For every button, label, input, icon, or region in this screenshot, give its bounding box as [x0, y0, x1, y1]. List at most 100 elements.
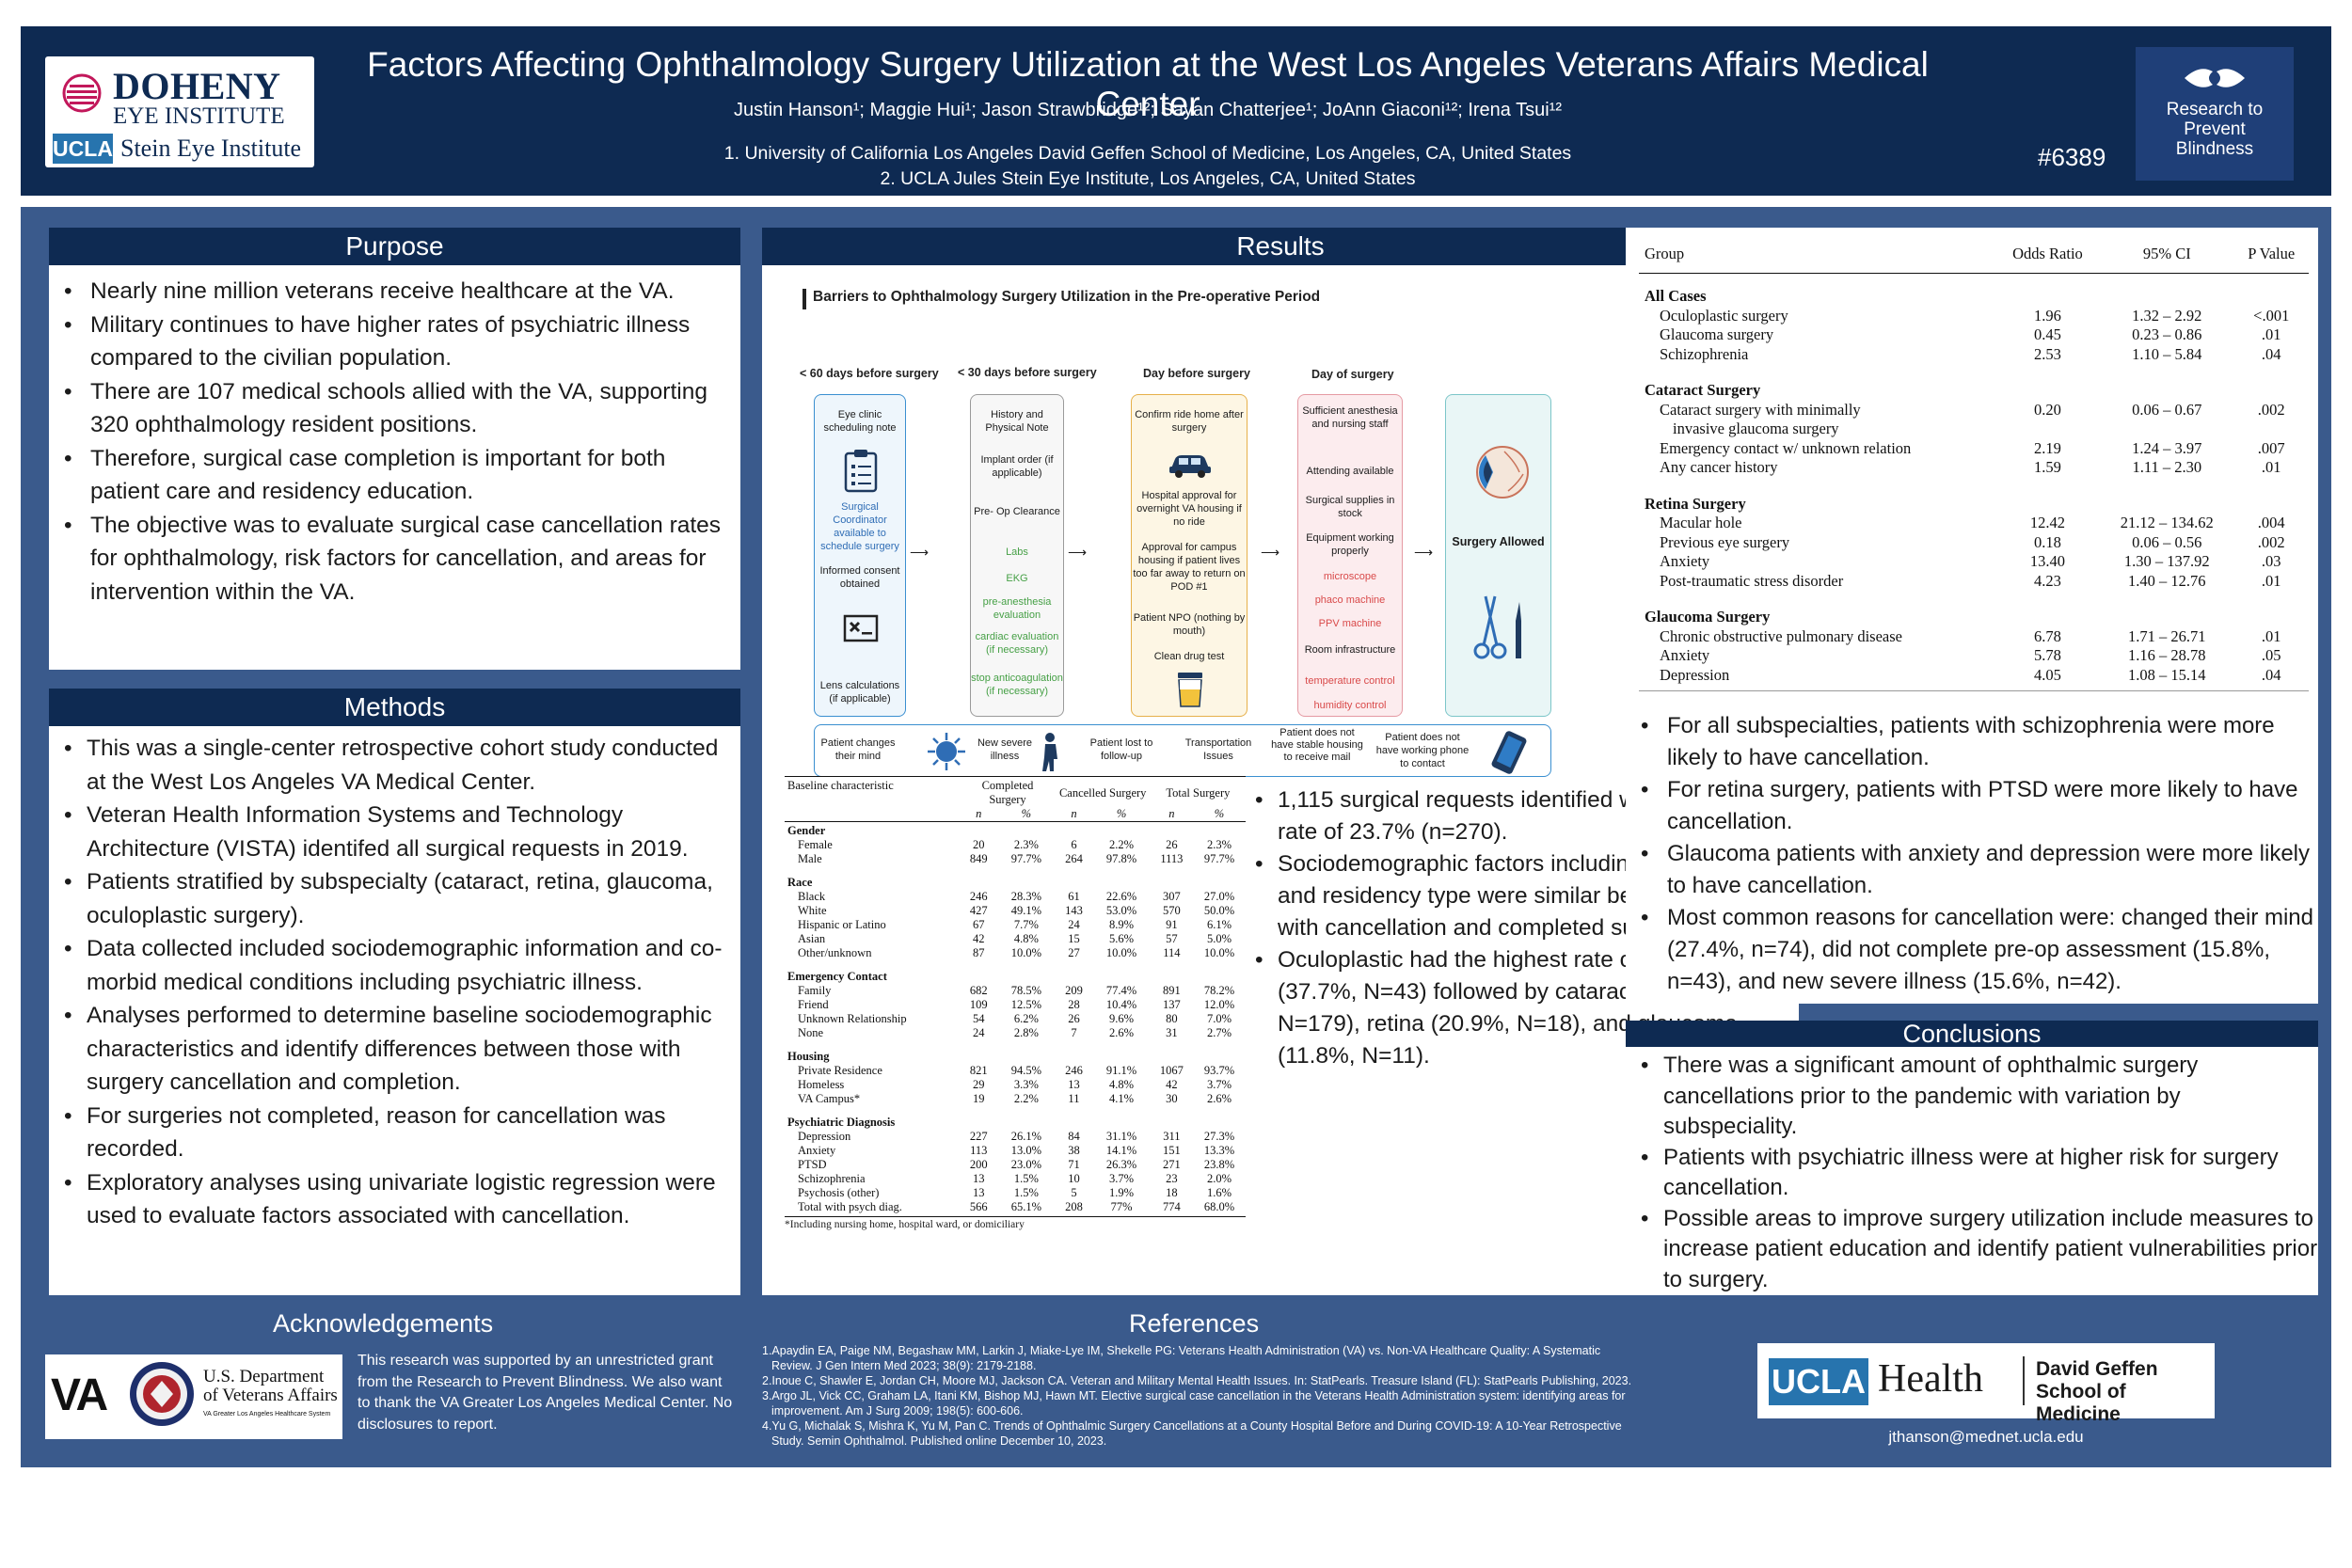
row-label: Glaucoma surgery [1660, 325, 1774, 343]
row-label: Male [798, 852, 822, 865]
purpose-bullet: Therefore, surgical case completion is i… [49, 442, 729, 509]
purpose-bullet: Military continues to have higher rates … [49, 309, 729, 375]
table-cell: 2.3% [1206, 838, 1232, 851]
table-cell: 49.1% [1010, 904, 1041, 917]
eye-logo-icon [2185, 69, 2245, 87]
table-cell: 200 [969, 1158, 988, 1171]
table-cell: 38 [1068, 1144, 1080, 1157]
conclusion-bullet: Patients with psychiatric illness were a… [1626, 1143, 2318, 1204]
conclusions-title: Conclusions [1626, 1021, 2318, 1047]
row-label: Hispanic or Latino [798, 918, 886, 931]
odds-bullet: Glaucoma patients with anxiety and depre… [1626, 838, 2318, 902]
table-cell: 1.32 – 2.92 [2132, 306, 2202, 325]
table-cell: 27 [1068, 946, 1080, 959]
table-cell: 84 [1068, 1130, 1080, 1143]
table-cell: .01 [2261, 571, 2281, 590]
references-title: References [1129, 1309, 1260, 1338]
stage-4-box: Sufficient anesthesia and nursing staff … [1297, 394, 1403, 717]
methods-bullet: Data collected included sociodemographic… [49, 932, 737, 999]
table-cell: 227 [969, 1130, 988, 1143]
barrier-item: Transportation Issues [1184, 737, 1252, 762]
table-cell: 1.11 – 2.30 [2132, 458, 2202, 476]
stage-head: < 60 days before surgery [800, 367, 939, 380]
row-label: invasive glaucoma surgery [1673, 420, 1839, 437]
table-cell: 24 [973, 1026, 985, 1039]
table-cell: 10.0% [1105, 946, 1137, 959]
sick-person-icon [1042, 733, 1057, 771]
baseline-group-row: Gender [785, 822, 1246, 839]
table-cell [1995, 420, 2100, 439]
table-cell: 26 [1166, 838, 1178, 851]
odds-table: Group Odds Ratio 95% CI P Value All Case… [1639, 235, 2309, 685]
arrow-icon: ⟶ [910, 545, 930, 560]
baseline-group-row: Housing [785, 1040, 1246, 1064]
table-cell: 1.59 [2034, 458, 2061, 476]
doheny-ucla-logo: DOHENY EYE INSTITUTE UCLA Stein Eye Inst… [45, 56, 314, 167]
table-cell: 0.06 – 0.56 [2132, 532, 2202, 551]
table-cell: .05 [2261, 646, 2281, 664]
table-cell: 849 [969, 852, 988, 865]
baseline-group-row: Emergency Contact [785, 960, 1246, 984]
table-cell: 18 [1166, 1186, 1178, 1199]
table-cell [2233, 420, 2309, 439]
table-cell: 151 [1163, 1144, 1181, 1157]
table-cell: 5.78 [2034, 646, 2061, 664]
row-label: Post-traumatic stress disorder [1660, 571, 1844, 590]
odds-table-wrap: Group Odds Ratio 95% CI P Value All Case… [1639, 235, 2309, 691]
stage4-item: temperature control [1305, 675, 1395, 687]
table-cell: 311 [1163, 1130, 1181, 1143]
va-dept-name: U.S. Department of Veterans Affairs [203, 1367, 338, 1405]
table-cell: 13 [973, 1186, 985, 1199]
table-cell: 209 [1065, 984, 1083, 997]
row-label: Family [798, 984, 832, 997]
stage2-item: History and Physical Note [985, 409, 1049, 434]
logo-divider [2023, 1356, 2025, 1405]
table-cell: 61 [1068, 890, 1080, 903]
stage2-item: pre-anesthesia evaluation [982, 596, 1052, 621]
affiliation-1: 1. University of California Los Angeles … [723, 143, 1572, 164]
table-cell: 4.23 [2034, 571, 2061, 590]
affiliation-2: 2. UCLA Jules Stein Eye Institute, Los A… [880, 168, 1416, 189]
row-label: Homeless [798, 1078, 845, 1091]
arrow-icon: ⟶ [1414, 545, 1434, 560]
table-cell: 26.1% [1010, 1130, 1041, 1143]
table-row: invasive glaucoma surgery [1639, 420, 2309, 439]
va-system-name: VA Greater Los Angeles Healthcare System [203, 1411, 331, 1418]
table-cell: 0.06 – 0.67 [2132, 400, 2202, 419]
table-cell: 91.1% [1105, 1064, 1137, 1077]
table-cell: 31.1% [1105, 1130, 1137, 1143]
methods-bullet: This was a single-center retrospective c… [49, 732, 737, 799]
purpose-bullet: The objective was to evaluate surgical c… [49, 509, 729, 610]
conclusions-list: There was a significant amount of ophtha… [1626, 1051, 2318, 1295]
table-cell: 14.1% [1105, 1144, 1137, 1157]
table-cell: 264 [1065, 852, 1083, 865]
stage4-item: Surgical supplies in stock [1305, 495, 1395, 519]
doheny-name: DOHENY [113, 65, 281, 107]
baseline-group-row: Psychiatric Diagnosis [785, 1106, 1246, 1130]
table-cell: 23 [1166, 1172, 1178, 1185]
contact-email: jthanson@mednet.ucla.edu [1888, 1428, 2084, 1446]
table-cell: 42 [1166, 1078, 1178, 1091]
table-cell: 1.10 – 5.84 [2132, 344, 2202, 363]
stage4-item: Sufficient anesthesia and nursing staff [1302, 405, 1398, 430]
table-cell: 7 [1071, 1026, 1077, 1039]
odds-bullet: For retina surgery, patients with PTSD w… [1626, 774, 2318, 838]
reference-line: 2.Inoue C, Shawler E, Jordan CH, Moore M… [762, 1374, 1632, 1387]
flow-title-marker [803, 289, 806, 309]
table-cell [2100, 420, 2233, 439]
row-label: PTSD [798, 1158, 827, 1171]
table-cell: .007 [2257, 438, 2285, 457]
row-label: Cataract surgery with minimally [1660, 400, 1861, 419]
reference-line: Review. J Gen Intern Med 2023; 38(9): 21… [771, 1359, 1037, 1372]
table-cell: 1.30 – 137.92 [2123, 552, 2210, 570]
table-cell: 28.3% [1010, 890, 1041, 903]
row-label: Friend [798, 998, 829, 1011]
stage-3-box: Confirm ride home after surgery Hospital… [1131, 394, 1248, 717]
baseline-table: Baseline characteristic Completed Surger… [785, 776, 1246, 1214]
